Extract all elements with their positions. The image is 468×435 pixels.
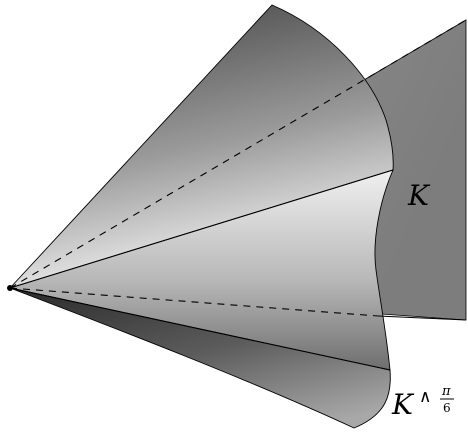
- k-generator-upper-dashed: [9, 19, 467, 289]
- label-dual-cone-base: K: [391, 388, 415, 421]
- dual-cone-lower-surface: [9, 287, 391, 429]
- k-generator-lower-solid: [377, 315, 467, 321]
- dual-generator-low: [9, 287, 391, 371]
- k-generator-lower-dashed: [9, 287, 379, 317]
- dual-cone-middle-surface: [8, 169, 394, 371]
- label-dual-operator: ∧: [419, 387, 431, 407]
- dual-cone-upper-surface: [8, 4, 394, 289]
- label-cone-k: K: [407, 179, 431, 212]
- label-angle-numerator: π: [441, 384, 451, 399]
- label-angle-denominator: 6: [443, 401, 451, 415]
- dual-generator-mid: [9, 169, 394, 289]
- apex-point: [7, 285, 13, 291]
